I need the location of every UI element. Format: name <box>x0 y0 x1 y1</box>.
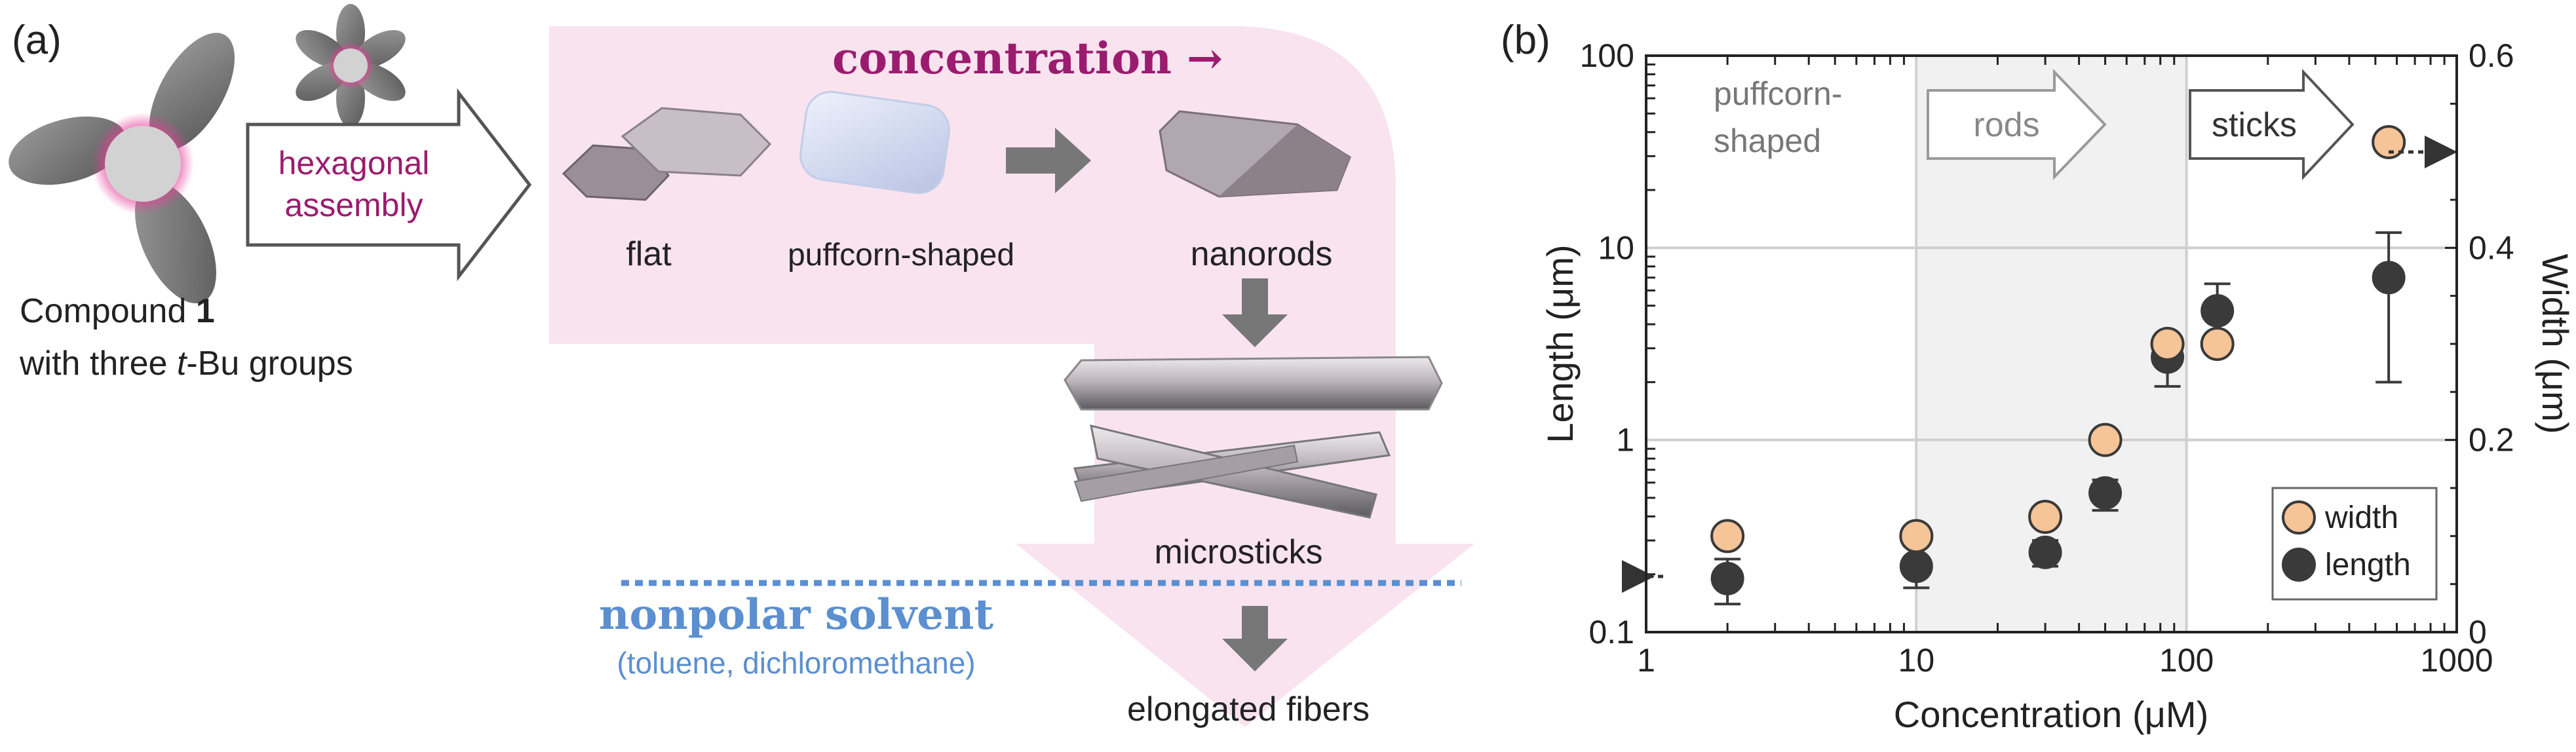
y-tick-label: 100 <box>1580 37 1634 74</box>
x-axis-label: Concentration (μM) <box>1894 694 2208 735</box>
region-puffcorn-label-2: shaped <box>1714 122 1821 159</box>
compound-caption-line1: Compound 1 <box>20 292 215 330</box>
panel-b: (b) puffcorn- shaped rods sticks width <box>1501 18 2576 735</box>
width-point <box>2200 327 2235 361</box>
compound-caption-line2: with three t-Bu groups <box>19 345 353 383</box>
arrow-to-microsticks <box>1222 278 1288 347</box>
concentration-label: concentration → <box>832 33 1223 84</box>
legend-length-marker <box>2282 548 2316 582</box>
solvent-examples: (toluene, dichloromethane) <box>617 646 975 680</box>
microsticks-label: microsticks <box>1154 533 1322 571</box>
minor-ticks <box>1646 54 2457 633</box>
region-puffcorn-label-1: puffcorn- <box>1714 75 1842 112</box>
data-points <box>1710 125 2406 595</box>
fibers-label: elongated fibers <box>1127 690 1370 728</box>
x-tick-label: 1 <box>1637 642 1655 679</box>
sticks-region-arrow <box>2189 68 2355 181</box>
y-tick-label: 1 <box>1616 422 1634 459</box>
panel-a: (a) Compound 1 with three t-Bu groups he… <box>9 4 1474 728</box>
y2-tick-label: 0 <box>2469 614 2487 650</box>
rods-region-label: rods <box>1973 106 2039 144</box>
y2-tick-label: 0.2 <box>2469 422 2514 459</box>
x-tick-label: 100 <box>2159 642 2214 679</box>
x-tick-label: 10 <box>1898 642 1935 679</box>
hexagonal-flower-icon <box>296 4 406 127</box>
width-point <box>1899 519 1934 554</box>
gridlines <box>1646 56 2457 632</box>
width-point <box>2088 423 2123 457</box>
nanorod-icon <box>1159 110 1351 198</box>
width-point <box>2372 125 2406 159</box>
length-point <box>1899 550 1933 584</box>
length-point <box>2028 535 2062 569</box>
compound-1-molecule-icon <box>9 33 235 304</box>
concentration-background-arrow <box>549 26 1474 727</box>
y-axis-label: Length (μm) <box>1539 244 1581 443</box>
panel-a-label: (a) <box>12 18 62 63</box>
arrow-to-fibers <box>1222 606 1288 671</box>
y2-tick-label: 0.6 <box>2469 37 2514 74</box>
width-point <box>1710 519 1745 554</box>
width-point <box>2028 500 2063 534</box>
microsticks-icon <box>1064 356 1443 519</box>
length-point <box>1710 561 1744 595</box>
length-point <box>2201 294 2235 328</box>
legend-length-label: length <box>2325 548 2411 582</box>
y-tick-label: 10 <box>1598 229 1634 266</box>
hexagonal-assembly-label-1: hexagonal <box>279 145 430 181</box>
x-tick-label: 1000 <box>2420 642 2493 679</box>
panel-b-label: (b) <box>1501 18 1550 63</box>
puffcorn-label: puffcorn-shaped <box>788 238 1014 273</box>
length-point <box>2088 476 2123 510</box>
sticks-region-label: sticks <box>2212 106 2297 144</box>
y-tick-label: 0.1 <box>1588 614 1634 650</box>
width-point <box>2150 327 2185 361</box>
legend-width-label: width <box>2324 500 2398 535</box>
y2-axis-label: Width (μm) <box>2535 254 2576 434</box>
flat-crystal-icon <box>562 107 772 201</box>
solvent-label: nonpolar solvent <box>599 590 993 639</box>
length-point <box>2372 261 2406 295</box>
arrow-to-nanorods <box>1006 128 1091 193</box>
y2-tick-label: 0.4 <box>2469 229 2514 266</box>
plot-frame <box>1645 54 2458 633</box>
nanorods-label: nanorods <box>1191 235 1333 273</box>
puffcorn-crystal-icon <box>799 90 950 195</box>
flat-label: flat <box>626 235 672 273</box>
rods-region-arrow <box>1927 69 2107 180</box>
hexagonal-assembly-arrow <box>246 88 532 282</box>
scatter-plot: puffcorn- shaped rods sticks width lengt… <box>1539 37 2576 735</box>
legend-width-marker <box>2282 500 2316 535</box>
hexagonal-assembly-label-2: assembly <box>284 187 423 223</box>
legend: width length <box>2271 487 2438 601</box>
